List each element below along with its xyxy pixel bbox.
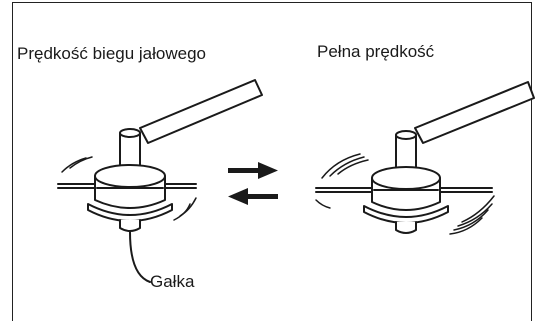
arrow-left-icon — [228, 188, 278, 205]
knob-label: Gałka — [150, 272, 195, 291]
idle-speed-label: Prędkość biegu jałowego — [17, 44, 207, 63]
diagram-frame — [12, 2, 532, 321]
arrow-right-icon — [228, 162, 278, 179]
full-speed-label: Pełna prędkość — [317, 42, 435, 61]
trimmer-head-full-speed-icon — [315, 81, 535, 235]
trimmer-head-idle-icon — [57, 79, 263, 283]
